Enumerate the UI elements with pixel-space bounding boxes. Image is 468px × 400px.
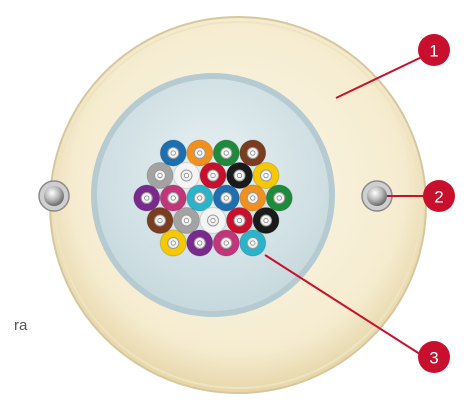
fiber-strand <box>173 207 200 234</box>
mounting-screw-left <box>38 180 70 212</box>
fiber-strand <box>212 184 240 212</box>
inner-bore <box>97 79 329 311</box>
fiber-strand <box>133 184 161 212</box>
fiber-strand <box>186 139 214 167</box>
fiber-strand <box>146 207 174 234</box>
callout-2: 2 <box>423 180 455 212</box>
fiber-bundle <box>133 139 293 257</box>
fiber-strand <box>212 229 240 257</box>
fiber-strand <box>239 229 267 257</box>
fiber-strand <box>186 229 214 257</box>
callout-3-label: 3 <box>429 349 438 368</box>
fiber-strand <box>226 162 253 189</box>
fiber-strand <box>186 184 214 212</box>
fiber-strand <box>252 162 280 189</box>
fiber-strand <box>239 184 267 212</box>
fiber-strand <box>239 139 267 167</box>
fiber-strand <box>199 207 227 234</box>
leader-line-1 <box>335 54 427 99</box>
fiber-strand <box>252 207 280 234</box>
fiber-strand <box>159 139 187 167</box>
leader-line-3 <box>264 254 424 357</box>
fiber-strand <box>265 184 293 212</box>
fiber-strand <box>159 184 187 212</box>
callout-1: 1 <box>418 34 450 66</box>
fiber-strand <box>226 207 253 234</box>
fiber-strand <box>199 162 227 189</box>
callout-2-label: 2 <box>434 188 443 207</box>
callout-3: 3 <box>418 341 450 373</box>
stray-caption-text: ra <box>14 317 28 334</box>
callout-1-label: 1 <box>429 42 438 61</box>
fiber-strand <box>212 139 240 167</box>
fiber-strand <box>159 229 187 257</box>
fiber-strand <box>146 162 174 189</box>
fiber-strand <box>173 162 200 189</box>
